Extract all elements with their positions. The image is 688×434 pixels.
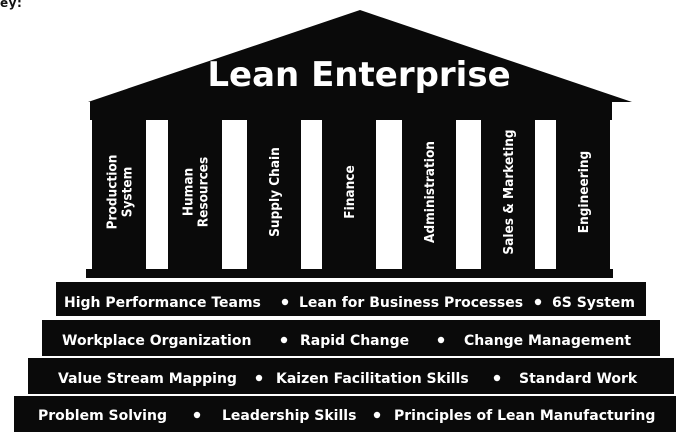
pillar-1: HumanResources [168, 114, 222, 270]
bullet-separator [373, 411, 381, 419]
pillar-label-line: Finance [342, 165, 358, 218]
step-item: Principles of Lean Manufacturing [394, 408, 655, 424]
pillar-6: Engineering [556, 114, 610, 270]
step-item: Rapid Change [300, 333, 409, 349]
pillar-shaft [322, 114, 376, 270]
pillar-label: Sales & Marketing [501, 129, 517, 254]
bullet-separator [280, 336, 288, 344]
step-item: Leadership Skills [222, 408, 356, 424]
foundation-step-3: Problem Solving Leadership Skills Principl… [14, 396, 676, 432]
step-band [28, 358, 674, 394]
step-band [56, 282, 646, 316]
pillar-label: Finance [342, 165, 358, 218]
bullet-separator [193, 411, 201, 419]
roof-title: Lean Enterprise [207, 55, 510, 95]
pillar-label-line: Administration [422, 141, 438, 243]
bullet-separator [281, 298, 289, 306]
pillar-label-line: System [120, 167, 136, 218]
foundation-step-2: Value Stream Mapping Kaizen Facilitation … [28, 358, 674, 394]
pillar-shaft [247, 114, 301, 270]
pillar-label-line: Production [105, 155, 121, 230]
pillar-label-line: Sales & Marketing [501, 129, 517, 254]
pillar-2: Supply Chain [247, 114, 301, 270]
pillar-4: Administration [402, 114, 456, 270]
roof [88, 10, 632, 102]
step-item: Lean for Business Processes [299, 295, 523, 311]
bullet-separator [255, 374, 263, 382]
bullet-separator [493, 374, 501, 382]
step-item: 6S System [552, 295, 635, 311]
pillar-5: Sales & Marketing [481, 114, 535, 270]
pillar-label-line: Resources [196, 157, 212, 227]
pillar-0: ProductionSystem [92, 114, 146, 270]
step-item: High Performance Teams [64, 295, 261, 311]
pillar-shaft [168, 114, 222, 270]
foundation-step-0: High Performance Teams Lean for Business … [56, 282, 646, 316]
foundation-step-1: Workplace Organization Rapid Change Change… [42, 320, 660, 356]
pillar-label: HumanResources [181, 157, 212, 227]
step-item: Change Management [464, 333, 631, 349]
pillar-label: Engineering [576, 151, 592, 233]
step-item: Value Stream Mapping [58, 371, 237, 387]
step-band [14, 396, 676, 432]
foundation-steps: High Performance Teams Lean for Business … [14, 282, 676, 432]
pillar-shaft [402, 114, 456, 270]
step-item: Problem Solving [38, 408, 167, 424]
pillar-label-line: Supply Chain [267, 147, 283, 237]
pillar-label-line: Engineering [576, 151, 592, 233]
step-item: Kaizen Facilitation Skills [276, 371, 469, 387]
step-band [42, 320, 660, 356]
pillar-3: Finance [322, 114, 376, 270]
top-text-fragment: ey: [0, 0, 23, 10]
pillar-shaft [556, 114, 610, 270]
step-item: Workplace Organization [62, 333, 251, 349]
pillars: ProductionSystem HumanResources Supply Cha… [92, 114, 610, 270]
pillar-label: Supply Chain [267, 147, 283, 237]
step-item: Standard Work [519, 371, 638, 387]
pillar-shaft [481, 114, 535, 270]
pillar-shaft [92, 114, 146, 270]
bullet-separator [437, 336, 445, 344]
pillar-label: Administration [422, 141, 438, 243]
pillar-label: ProductionSystem [105, 155, 136, 230]
column-base [86, 269, 613, 278]
pillar-label-line: Human [181, 168, 197, 216]
bullet-separator [534, 298, 542, 306]
